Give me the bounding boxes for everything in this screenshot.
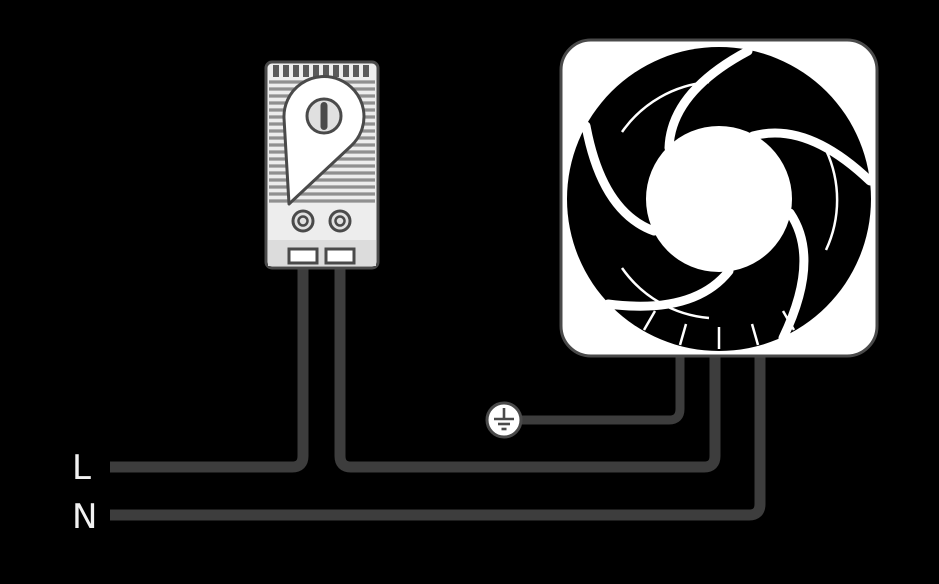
wire-thermostat-to-fan xyxy=(334,252,721,473)
axial-fan-icon xyxy=(559,38,879,358)
fan-detail-arc xyxy=(824,149,839,251)
fan-blade-gap xyxy=(664,46,753,153)
thermostat-screw-left xyxy=(291,209,315,233)
ground-symbol-glyph xyxy=(494,408,514,431)
thermostat-screw-right-inner xyxy=(334,215,346,227)
fan-blade-gap xyxy=(603,266,734,311)
label-neutral-conductor: N xyxy=(72,497,97,537)
fan-blade-gaps xyxy=(581,46,875,343)
wire-neutral-to-fan xyxy=(110,345,766,521)
fan-detail-tick xyxy=(750,323,760,346)
fan-detail-tick xyxy=(781,310,796,331)
wire-ground-to-fan xyxy=(516,345,685,425)
fan-blade-detail-arcs xyxy=(620,80,839,349)
enclosure-thermostat-icon xyxy=(264,60,380,270)
thermostat-dial-slot xyxy=(320,102,328,130)
thermostat-dial-plate xyxy=(282,75,366,206)
thermostat-terminal-right xyxy=(324,247,356,265)
wire-group xyxy=(110,252,766,521)
fan-detail-tick xyxy=(642,310,657,331)
earth-ground-icon xyxy=(485,401,523,439)
fan-detail-tick xyxy=(678,323,688,346)
thermostat-terminal-left xyxy=(287,247,319,265)
label-line-conductor: L xyxy=(72,448,91,488)
fan-detail-arc xyxy=(620,267,710,320)
thermostat-screw-left-inner xyxy=(297,215,309,227)
fan-detail-arc xyxy=(620,80,710,133)
wire-line-to-thermostat xyxy=(110,252,309,473)
fan-blade-gap xyxy=(581,121,659,236)
thermostat-terminal-strip xyxy=(268,240,376,266)
fan-blade-gap xyxy=(748,128,875,186)
conductor-labels: L N xyxy=(72,448,97,537)
fan-blade-gap xyxy=(778,208,809,343)
thermostat-screw-right xyxy=(328,209,352,233)
fan-hub xyxy=(646,126,792,272)
